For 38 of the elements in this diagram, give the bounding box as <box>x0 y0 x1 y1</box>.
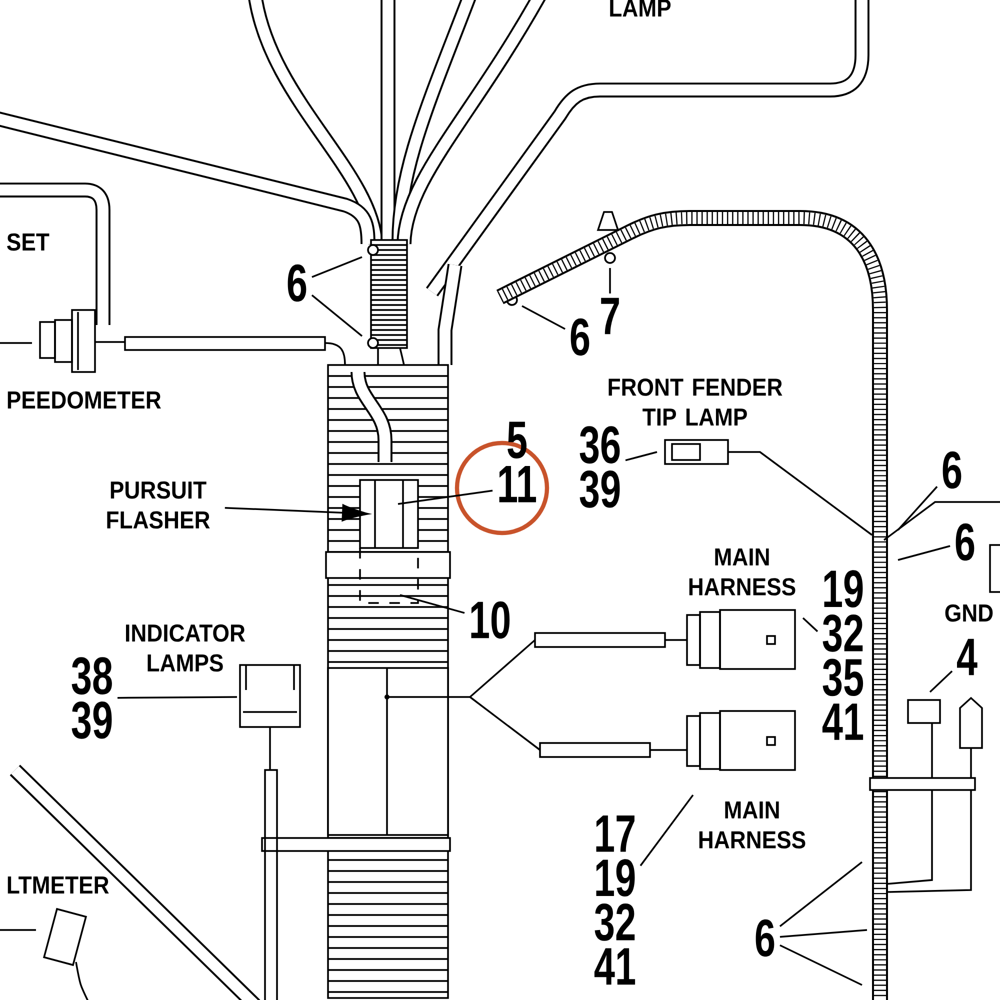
callout-number: 10 <box>471 601 510 639</box>
part-label: LAMP <box>610 0 671 16</box>
part-label: PURSUIT FLASHER <box>107 481 210 529</box>
callout-number: 7 <box>601 298 619 334</box>
part-label: PEEDOMETER <box>8 391 161 409</box>
leader-line <box>398 490 493 505</box>
leader-line <box>898 545 950 561</box>
leader-line <box>609 268 611 294</box>
leader-line <box>779 861 863 927</box>
callout-number: 19 32 35 41 <box>822 570 864 740</box>
callout-number: 6 <box>956 523 974 561</box>
part-label: GND <box>945 604 993 622</box>
leader-line <box>118 696 238 699</box>
leader-line <box>312 256 362 278</box>
part-label: MAIN HARNESS <box>699 802 806 848</box>
part-label: INDICATOR LAMPS <box>126 624 246 672</box>
callout-number: 38 39 <box>72 657 112 739</box>
callout-number: 6 <box>570 318 590 356</box>
leader-line <box>897 486 938 531</box>
callout-number: 4 <box>957 638 978 676</box>
callout-number: 36 39 <box>580 426 620 508</box>
leader-line <box>929 670 953 693</box>
leader-line <box>640 794 694 866</box>
leader-line <box>625 451 658 462</box>
leader-line <box>311 294 363 337</box>
callout-number: 17 19 32 41 <box>594 815 636 985</box>
leader-line <box>802 617 818 632</box>
leader-line <box>780 929 868 938</box>
callout-number: 6 <box>756 919 774 957</box>
part-label: LTMETER <box>8 876 109 894</box>
callout-number: 6 <box>288 264 306 302</box>
part-label: MAIN HARNESS <box>689 548 796 596</box>
leader-line <box>522 305 566 330</box>
callout-number: 6 <box>942 451 962 489</box>
part-label: FRONT FENDER TIP LAMP <box>608 378 782 426</box>
part-label: SET <box>7 233 50 251</box>
leader-line <box>780 944 862 986</box>
leader-line <box>400 594 465 614</box>
